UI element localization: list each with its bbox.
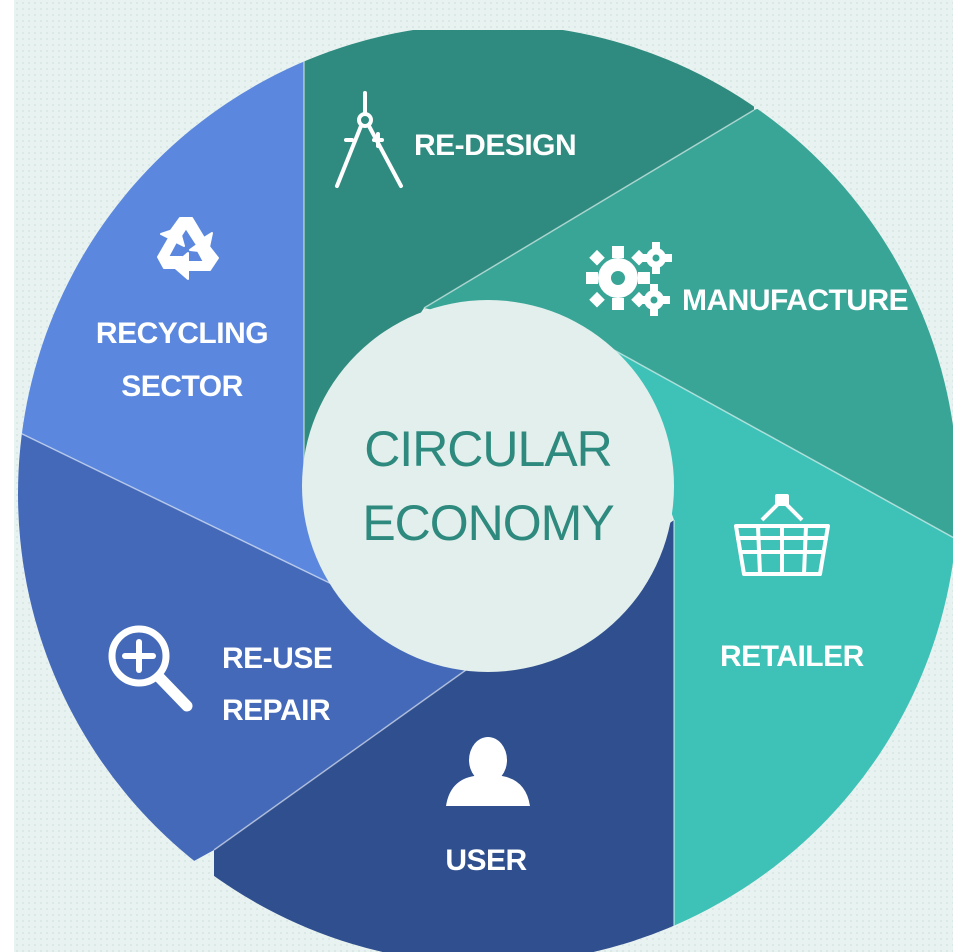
label-recycling: RECYCLING bbox=[96, 317, 268, 350]
user-icon bbox=[446, 737, 530, 806]
compass-icon bbox=[335, 91, 403, 188]
segment-seams bbox=[18, 24, 953, 952]
label-sector: SECTOR bbox=[121, 370, 243, 403]
center-circle bbox=[302, 300, 674, 672]
magnifier-plus-icon bbox=[108, 625, 193, 712]
label-user: USER bbox=[445, 844, 527, 877]
gears-icon bbox=[586, 242, 672, 316]
center-title-line1: CIRCULAR bbox=[364, 421, 612, 477]
circular-economy-diagram: CIRCULAR ECONOMY RE-DESIGN bbox=[18, 24, 953, 952]
diagram-canvas: CIRCULAR ECONOMY RE-DESIGN bbox=[14, 0, 953, 952]
recycle-icon bbox=[157, 217, 219, 280]
label-retailer: RETAILER bbox=[720, 640, 865, 673]
basket-icon bbox=[734, 494, 830, 576]
label-redesign: RE-DESIGN bbox=[414, 129, 576, 162]
center-title-line2: ECONOMY bbox=[362, 495, 614, 551]
label-manufacture: MANUFACTURE bbox=[682, 284, 908, 317]
label-repair: REPAIR bbox=[222, 694, 331, 727]
label-reuse: RE-USE bbox=[222, 642, 332, 675]
segment-redesign bbox=[304, 30, 754, 490]
